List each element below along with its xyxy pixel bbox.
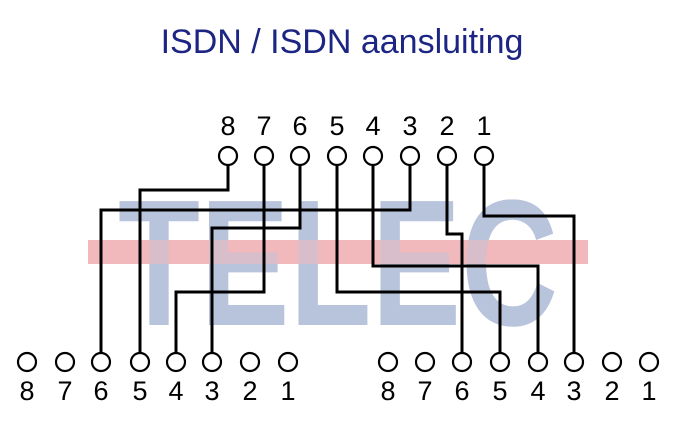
right-pin-6: [451, 351, 473, 373]
left-pin-4: [165, 351, 187, 373]
wire-top8-left6: [138, 166, 230, 355]
right-pin-3: [563, 351, 585, 373]
left-pin-label-7: 7: [57, 376, 72, 406]
page-title: ISDN / ISDN aansluiting: [161, 23, 524, 61]
right-pin-5: [489, 351, 511, 373]
right-pin-2: [601, 351, 623, 373]
top-pin-label-7: 7: [256, 111, 271, 141]
left-pin-5: [129, 351, 151, 373]
left-pin-label-2: 2: [242, 376, 257, 406]
right-pin-label-5: 5: [492, 376, 507, 406]
left-pin-7: [54, 351, 76, 373]
top-pin-5: [326, 145, 348, 167]
top-pin-label-2: 2: [439, 111, 454, 141]
wires: [99, 166, 576, 355]
left-pin-3: [201, 351, 223, 373]
top-pin-label-6: 6: [292, 111, 307, 141]
left-pin-1: [277, 351, 299, 373]
right-pin-label-7: 7: [417, 376, 432, 406]
wire-top1-right3: [482, 166, 576, 355]
wire-top3-left5: [99, 166, 412, 355]
top-pin-8: [217, 145, 239, 167]
left-pin-6: [90, 351, 112, 373]
top-pin-label-4: 4: [365, 111, 380, 141]
right-pin-7: [414, 351, 436, 373]
top-pin-3: [399, 145, 421, 167]
right-pin-label-2: 2: [604, 376, 619, 406]
left-pin-label-3: 3: [204, 376, 219, 406]
right-pin-label-6: 6: [454, 376, 469, 406]
left-pin-label-4: 4: [168, 376, 183, 406]
right-pin-4: [527, 351, 549, 373]
left-pin-label-8: 8: [19, 376, 34, 406]
left-pin-2: [239, 351, 261, 373]
top-pin-label-1: 1: [476, 111, 491, 141]
right-pin-8: [377, 351, 399, 373]
wire-top2-right6: [445, 166, 464, 355]
left-pin-label-1: 1: [280, 376, 295, 406]
top-pin-label-5: 5: [329, 111, 344, 141]
top-pin-4: [362, 145, 384, 167]
top-pin-2: [436, 145, 458, 167]
right-pin-1: [638, 351, 660, 373]
top-pin-label-8: 8: [220, 111, 235, 141]
left-pin-8: [16, 351, 38, 373]
left-pin-label-5: 5: [132, 376, 147, 406]
right-pin-label-8: 8: [380, 376, 395, 406]
top-pin-6: [289, 145, 311, 167]
top-pin-1: [473, 145, 495, 167]
top-pin-7: [253, 145, 275, 167]
right-pin-label-4: 4: [530, 376, 545, 406]
wire-top6-left4: [210, 166, 302, 355]
left-pin-label-6: 6: [93, 376, 108, 406]
right-pin-label-1: 1: [641, 376, 656, 406]
top-pin-label-3: 3: [402, 111, 417, 141]
wire-top5-right5: [335, 166, 502, 355]
right-pin-label-3: 3: [566, 376, 581, 406]
wire-top4-right4: [371, 166, 540, 355]
